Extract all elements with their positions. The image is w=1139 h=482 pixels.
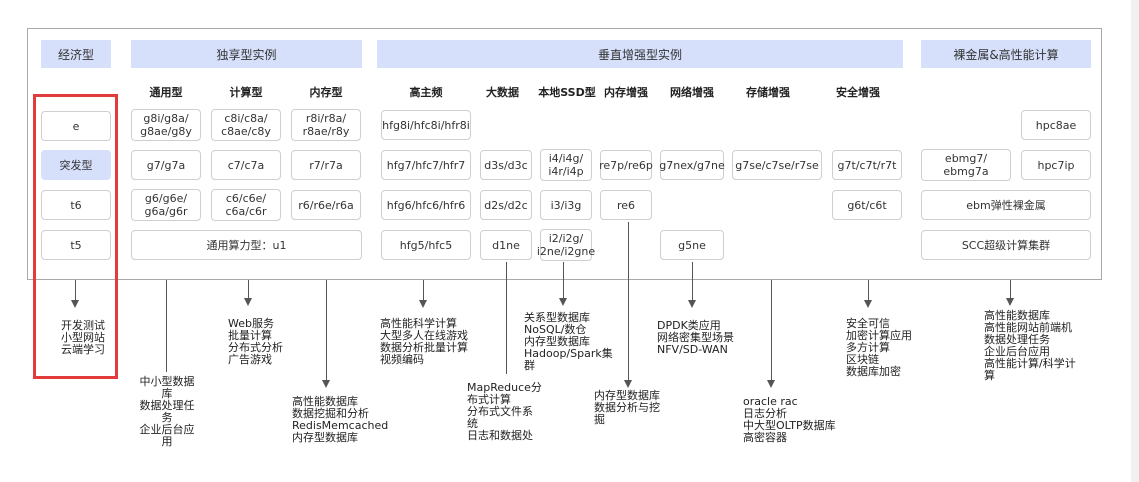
instance-security-gen6: g6t/c6t [832,190,902,220]
scenario-memory: 高性能数据库 数据挖掘和分析 RedisMemcached 内存型数据库 [292,395,389,444]
category-baremetal: 裸金属&高性能计算 [921,40,1091,68]
connector-big-data [506,262,507,374]
instance-storageenh-se: g7se/c7se/r7se [732,150,822,180]
instance-netenh-g5ne: g5ne [660,230,724,260]
connector-general [166,280,167,372]
instance-ebmg7: ebmg7/ ebmg7a [921,149,1011,181]
connector-local-ssd [563,262,564,300]
subheader-local-ssd: 本地SSD型 [538,86,596,99]
instance-hpc8ae: hpc8ae [1021,110,1091,140]
scenario-security: 安全可信 加密计算应用 多方计算 区块链 数据库加密 [846,317,912,378]
scenario-general: 中小型数据 库 数据处理任 务 企业后台应 用 [139,375,195,448]
arrow-mem-enh [624,380,632,388]
instance-t6: t6 [41,190,111,220]
subheader-storage-enh: 存储增强 [746,86,790,99]
arrow-economy [71,300,79,308]
scenario-economy: 开发测试 小型网站 云端学习 [61,319,105,356]
arrow-local-ssd [559,298,567,306]
instance-memenh-re6: re6 [600,190,652,220]
instance-bigdata-d2: d2s/d2c [480,190,532,220]
instance-burstable: 突发型 [41,150,111,180]
connector-mem-enh [628,222,629,382]
instance-general-gen8: g8i/g8a/ g8ae/g8y [131,109,201,141]
category-dedicated: 独享型实例 [131,40,362,68]
instance-u1: 通用算力型：u1 [131,230,362,260]
instance-hpc7ip: hpc7ip [1021,150,1091,180]
instance-memory-gen8: r8i/r8a/ r8ae/r8y [291,109,361,141]
scenario-high-freq: 高性能科学计算 大型多人在线游戏 数据分析批量计算 视频编码 [380,317,468,366]
instance-hf-gen8: hfg8i/hfc8i/hfr8i [381,110,471,140]
instance-scc: SCC超级计算集群 [921,230,1091,260]
instance-security-gen7: g7t/c7t/r7t [832,150,902,180]
instance-bigdata-d3: d3s/d3c [480,150,532,180]
arrow-security [864,300,872,308]
scenario-big-data: MapReduce分 布式计算 分布式文件系 统 日志和数据处 [467,381,542,442]
instance-general-gen7: g7/g7a [131,150,201,180]
connector-memory [326,280,327,382]
connector-net-enh [692,262,693,302]
instance-ssd-i2: i2/i2g/ i2ne/i2gne [537,229,595,261]
instance-memory-gen6: r6/r6e/r6a [291,190,361,220]
connector-baremetal [1010,280,1011,300]
instance-bigdata-d1ne: d1ne [480,230,532,260]
connector-storage-enh [771,280,772,382]
scenario-local-ssd: 关系型数据库 NoSQL/数仓 内存型数据库 Hadoop/Spark集 群 [524,311,613,372]
instance-ssd-i4: i4/i4g/ i4r/i4p [540,149,592,181]
instance-e: e [41,111,111,141]
instance-ssd-i3: i3/i3g [540,190,592,220]
connector-high-freq [423,280,424,302]
subheader-high-freq: 高主频 [409,86,443,99]
instance-compute-gen7: c7/c7a [211,150,281,180]
arrow-high-freq [419,300,427,308]
arrow-storage-enh [767,380,775,388]
instance-memory-gen7: r7/r7a [291,150,361,180]
instance-hf-gen6: hfg6/hfc6/hfr6 [381,190,471,220]
instance-memenh-re7p: re7p/re6p [599,150,653,180]
connector-compute [248,280,249,300]
arrow-memory [322,380,330,388]
subheader-net-enh: 网络增强 [670,86,714,99]
instance-compute-gen8: c8i/c8a/ c8ae/c8y [211,109,281,141]
arrow-net-enh [688,300,696,308]
subheader-security-enh: 安全增强 [836,86,880,99]
instance-hf-gen7: hfg7/hfc7/hfr7 [381,150,471,180]
instance-compute-gen6: c6/c6e/ c6a/c6r [211,189,281,221]
scenario-baremetal: 高性能数据库 高性能网站前端机 数据处理任务 企业后台应用 高性能计算/科学计 … [984,309,1076,382]
connector-security [868,280,869,302]
subheader-mem-enh: 内存增强 [604,86,648,99]
vertical-scrollbar[interactable] [1131,0,1139,482]
scenario-mem-enh: 内存型数据库 数据分析与挖 掘 [594,389,660,426]
instance-netenh-g7ne: g7nex/g7ne [659,150,725,180]
economy-highlight-box [33,94,118,379]
arrow-compute [244,298,252,306]
connector-economy [75,280,76,302]
arrow-baremetal [1006,298,1014,306]
instance-hf-gen5: hfg5/hfc5 [381,230,471,260]
subheader-general: 通用型 [149,86,183,99]
subheader-memory: 内存型 [309,86,343,99]
scenario-storage-enh: oracle rac 日志分析 中大型OLTP数据库 高密容器 [743,395,836,444]
instance-general-gen6: g6/g6e/ g6a/g6r [131,189,201,221]
scenario-compute: Web服务 批量计算 分布式分析 广告游戏 [228,317,283,366]
category-economy: 经济型 [41,40,111,68]
subheader-compute: 计算型 [229,86,263,99]
instance-ebm: ebm弹性裸金属 [921,190,1091,220]
scenario-net-enh: DPDK类应用 网络密集型场景 NFV/SD-WAN [657,319,734,356]
instance-t5: t5 [41,230,111,260]
category-vertical: 垂直增强型实例 [377,40,903,68]
subheader-big-data: 大数据 [486,86,519,99]
